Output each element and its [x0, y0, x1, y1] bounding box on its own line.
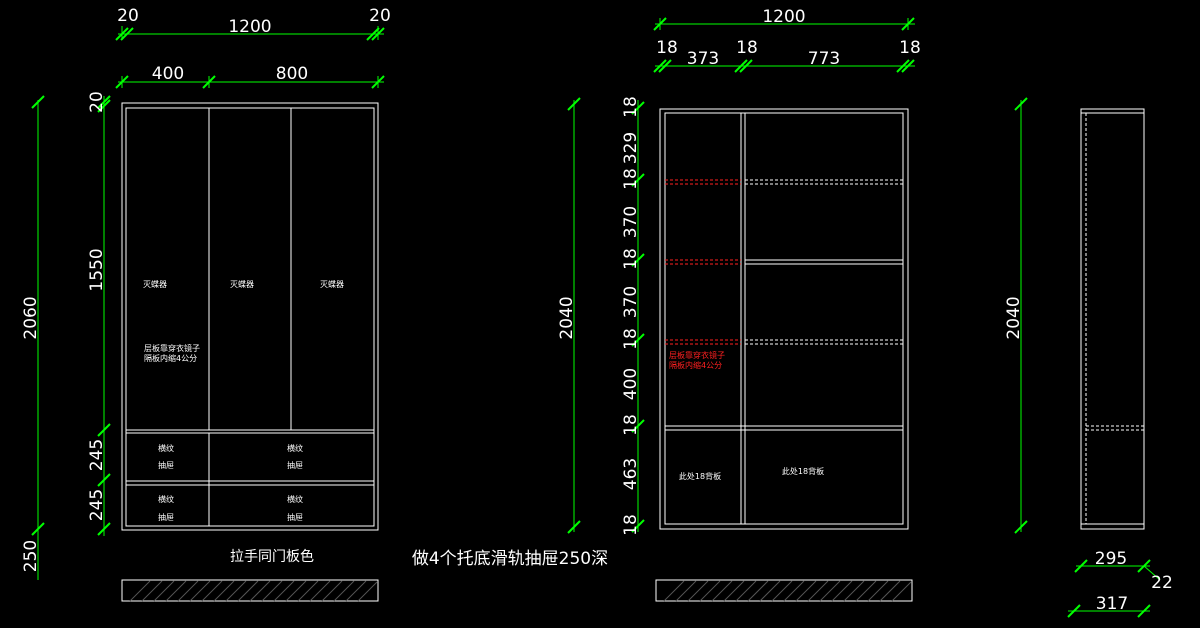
- dim-internal-panel-3: 18: [899, 38, 921, 58]
- dim-internal-h-2: 329: [621, 132, 641, 164]
- dim-internal-h-11: 18: [621, 514, 641, 536]
- dim-internal-h-4: 370: [621, 206, 641, 238]
- dim-front-overall-height: 2060: [21, 296, 41, 339]
- dim-front-drawer-1: 245: [87, 439, 107, 471]
- drawer-note: 做4个托底滑轨抽屉250深: [412, 549, 608, 569]
- dim-internal-width-1: 373: [687, 49, 719, 69]
- dim-internal-h-7: 18: [621, 328, 641, 350]
- drawer-label-d1: 横纹: [287, 494, 303, 504]
- dim-internal-total-width: 1200: [762, 7, 805, 27]
- hanging-note-line-2: 隔板内缩4公分: [144, 353, 197, 363]
- dim-profile-depth-top: 295: [1095, 549, 1127, 569]
- dim-profile-offset: 22: [1151, 573, 1173, 593]
- dim-front-upper: 1550: [87, 248, 107, 291]
- dim-internal-panel-1: 18: [656, 38, 678, 58]
- dim-front-drawer-2: 245: [87, 489, 107, 521]
- drawer-label-a2: 抽屉: [158, 460, 174, 470]
- dim-front-side-left: 20: [117, 6, 139, 26]
- dim-internal-h-10: 463: [621, 458, 641, 490]
- internal-red-note-2: 隔板内缩4公分: [669, 360, 722, 370]
- handle-note: 拉手同门板色: [230, 548, 314, 565]
- drawer-label-b1: 横纹: [287, 443, 303, 453]
- drawer-label-d2: 抽屉: [287, 512, 303, 522]
- drawer-label-c1: 横纹: [158, 494, 174, 504]
- back-panel-label-1: 此处18背板: [679, 471, 721, 481]
- dim-internal-width-2: 773: [808, 49, 840, 69]
- internal-elevation: 1200 18 373 18 773 18 2040 18 329 18 370…: [557, 7, 921, 602]
- door-label-3: 灭蝶器: [320, 279, 344, 289]
- internal-red-note-1: 层板靠穿衣镜子: [669, 350, 725, 360]
- door-label-2: 灭蝶器: [230, 279, 254, 289]
- drawer-label-c2: 抽屉: [158, 512, 174, 522]
- drawer-label-a1: 横纹: [158, 443, 174, 453]
- dim-internal-overall-height: 2040: [557, 296, 577, 339]
- dim-front-top: 20: [87, 91, 107, 113]
- dim-front-base: 250: [21, 540, 41, 572]
- dim-front-left-width: 400: [152, 64, 184, 84]
- front-elevation: 20 1200 20 400 800 2060 250 20 1550 245 …: [21, 6, 391, 602]
- door-label-1: 灭蝶器: [143, 279, 167, 289]
- drawer-label-b2: 抽屉: [287, 460, 303, 470]
- hanging-note-line-1: 层板靠穿衣镜子: [144, 343, 200, 353]
- dim-internal-h-8: 400: [621, 368, 641, 400]
- back-panel-label-2: 此处18背板: [782, 466, 824, 476]
- side-profile: 2040 295 22 317: [1004, 97, 1173, 618]
- dim-front-side-right: 20: [369, 6, 391, 26]
- dim-internal-h-3: 18: [621, 168, 641, 190]
- dim-internal-panel-2: 18: [736, 38, 758, 58]
- dim-internal-h-1: 18: [621, 96, 641, 118]
- dim-internal-h-9: 18: [621, 414, 641, 436]
- dim-internal-h-5: 18: [621, 248, 641, 270]
- dim-front-total-width: 1200: [228, 17, 271, 37]
- dim-profile-depth-bottom: 317: [1096, 594, 1128, 614]
- dim-profile-height: 2040: [1004, 296, 1024, 339]
- dim-front-right-width: 800: [276, 64, 308, 84]
- dim-internal-h-6: 370: [621, 286, 641, 318]
